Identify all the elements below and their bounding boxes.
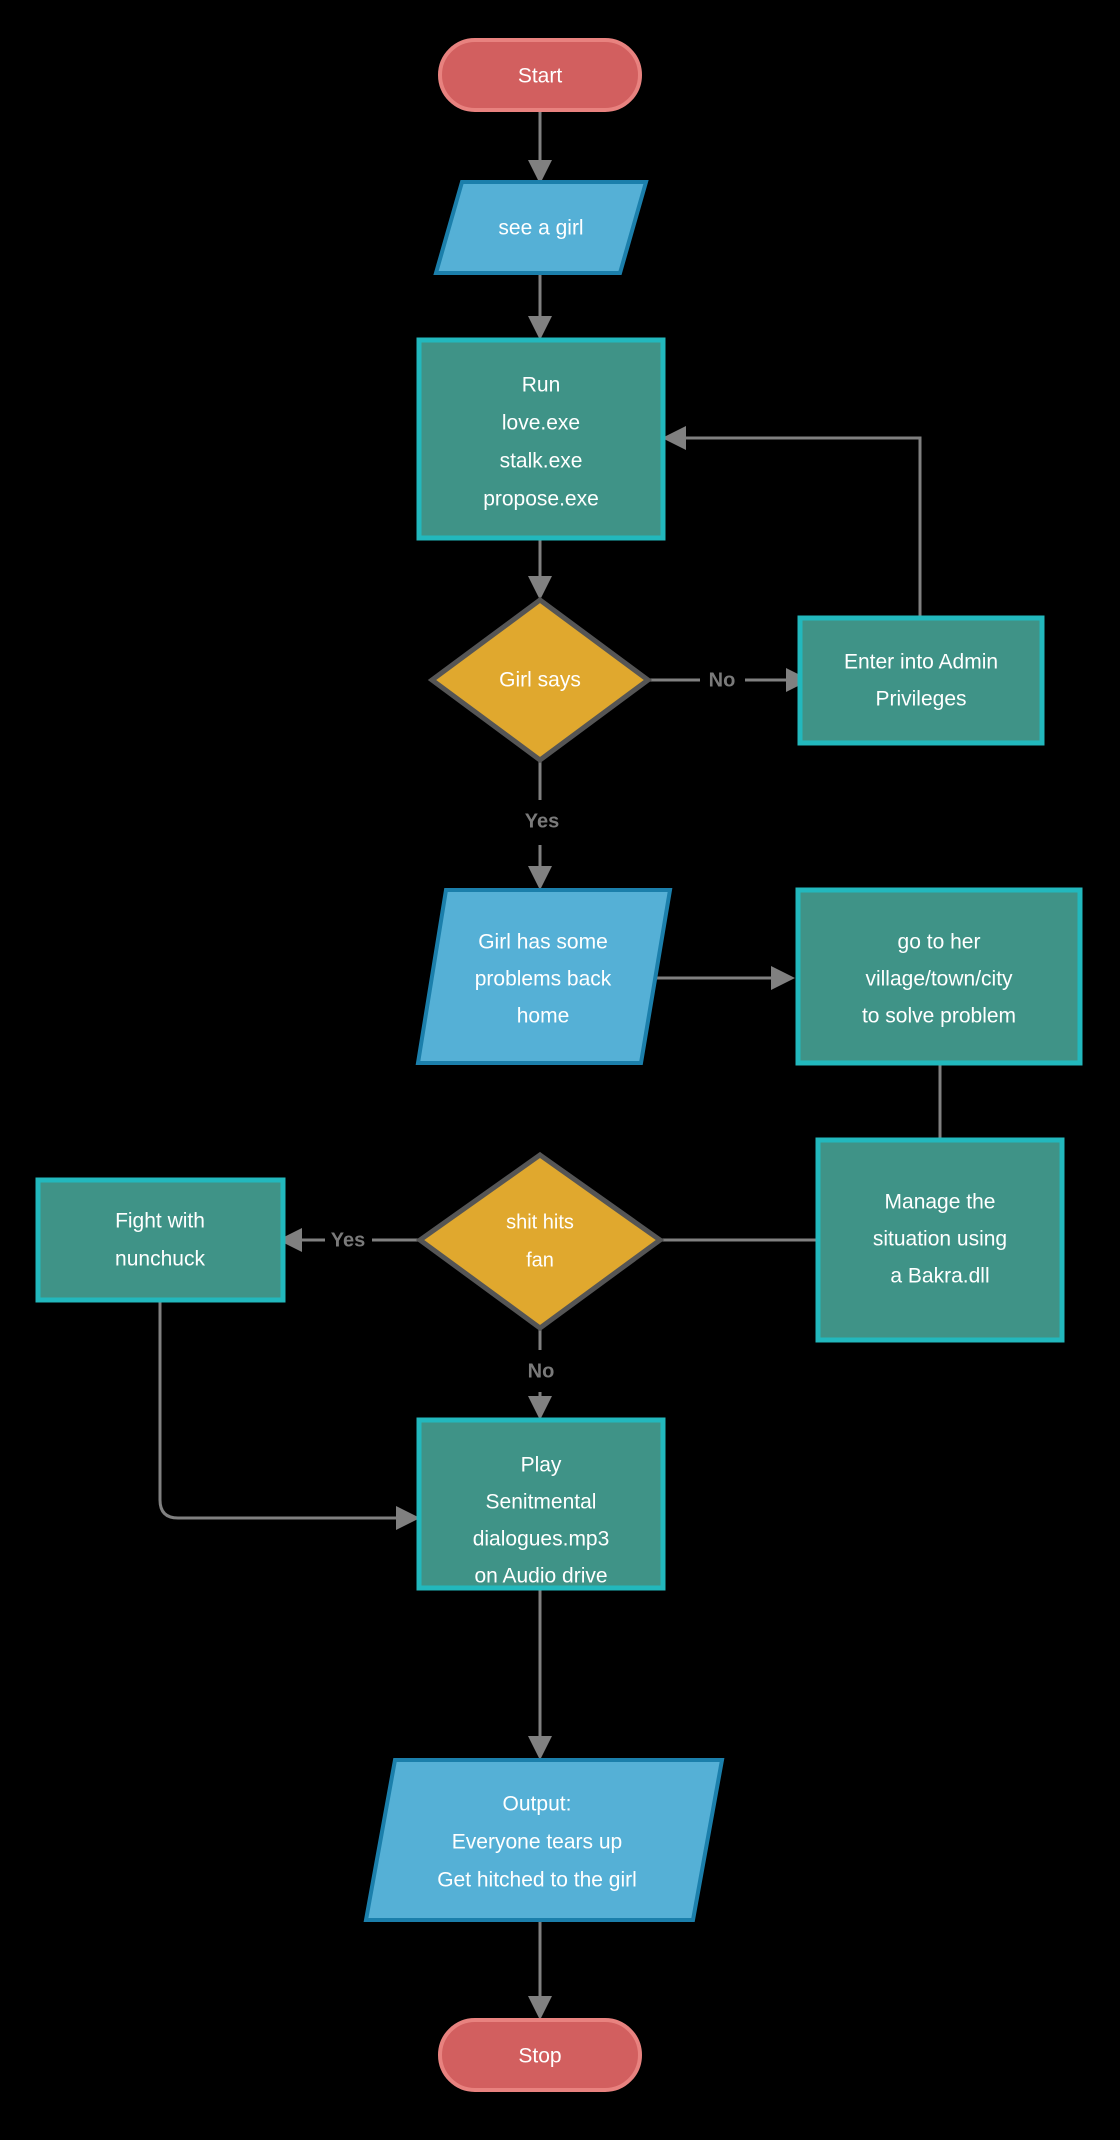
edges-layer: No Yes Y (158, 110, 942, 2020)
edge-shit-to-play: No (528, 1328, 555, 1420)
edge-label-yes-2: Yes (331, 1229, 365, 1251)
edge-run-to-girlsays (528, 540, 552, 600)
admin-privileges-shape[interactable] (797, 615, 1045, 746)
node-fight-nunchuck[interactable]: Fight with nunchuck (35, 1177, 286, 1303)
node-admin-privileges[interactable]: Enter into Admin Privileges (797, 615, 1045, 746)
edge-output-to-stop (528, 1920, 552, 2020)
girl-says-shape[interactable] (427, 596, 653, 764)
node-go-to-village[interactable]: go to her village/town/city to solve pro… (795, 887, 1083, 1066)
fight-nunchuck-shape[interactable] (35, 1177, 286, 1303)
node-run[interactable]: Run love.exe stalk.exe propose.exe (416, 337, 666, 541)
start-shape[interactable] (438, 38, 642, 112)
manage-situation-shape[interactable] (815, 1137, 1065, 1343)
girl-problems-shape[interactable] (415, 888, 673, 1065)
edge-play-to-output (528, 1588, 552, 1760)
edge-fight-to-play (158, 1300, 420, 1530)
edge-label-no-1: No (709, 669, 736, 691)
edge-shit-to-fight: Yes (278, 1228, 420, 1252)
shit-hits-fan-shape[interactable] (415, 1151, 665, 1332)
edge-admin-to-run (662, 426, 922, 620)
edge-girlsays-to-admin: No (648, 668, 810, 692)
play-dialogues-shape[interactable] (416, 1417, 666, 1591)
node-girl-problems[interactable]: Girl has some problems back home (415, 888, 673, 1065)
go-to-village-shape[interactable] (795, 887, 1083, 1066)
node-play-dialogues[interactable]: Play Senitmental dialogues.mp3 on Audio … (416, 1417, 666, 1591)
node-shit-hits-fan[interactable]: shit hits fan (415, 1151, 665, 1332)
edge-start-to-see (528, 110, 552, 184)
node-stop[interactable]: Stop (438, 2018, 642, 2092)
edge-label-no-2: No (528, 1360, 555, 1382)
edge-label-yes-1: Yes (525, 810, 559, 832)
edge-see-to-run (528, 275, 552, 340)
node-manage-situation[interactable]: Manage the situation using a Bakra.dll (815, 1137, 1065, 1343)
node-start[interactable]: Start (438, 38, 642, 112)
see-a-girl-shape[interactable] (433, 180, 649, 275)
node-girl-says[interactable]: Girl says (427, 596, 653, 764)
node-see-a-girl[interactable]: see a girl (433, 180, 649, 275)
edge-girlsays-to-problems: Yes (525, 760, 559, 890)
stop-shape[interactable] (438, 2018, 642, 2092)
edge-problems-to-village (640, 966, 795, 990)
output-shape[interactable] (363, 1758, 725, 1922)
node-output[interactable]: Output: Everyone tears up Get hitched to… (363, 1758, 725, 1922)
run-shape[interactable] (416, 337, 666, 541)
